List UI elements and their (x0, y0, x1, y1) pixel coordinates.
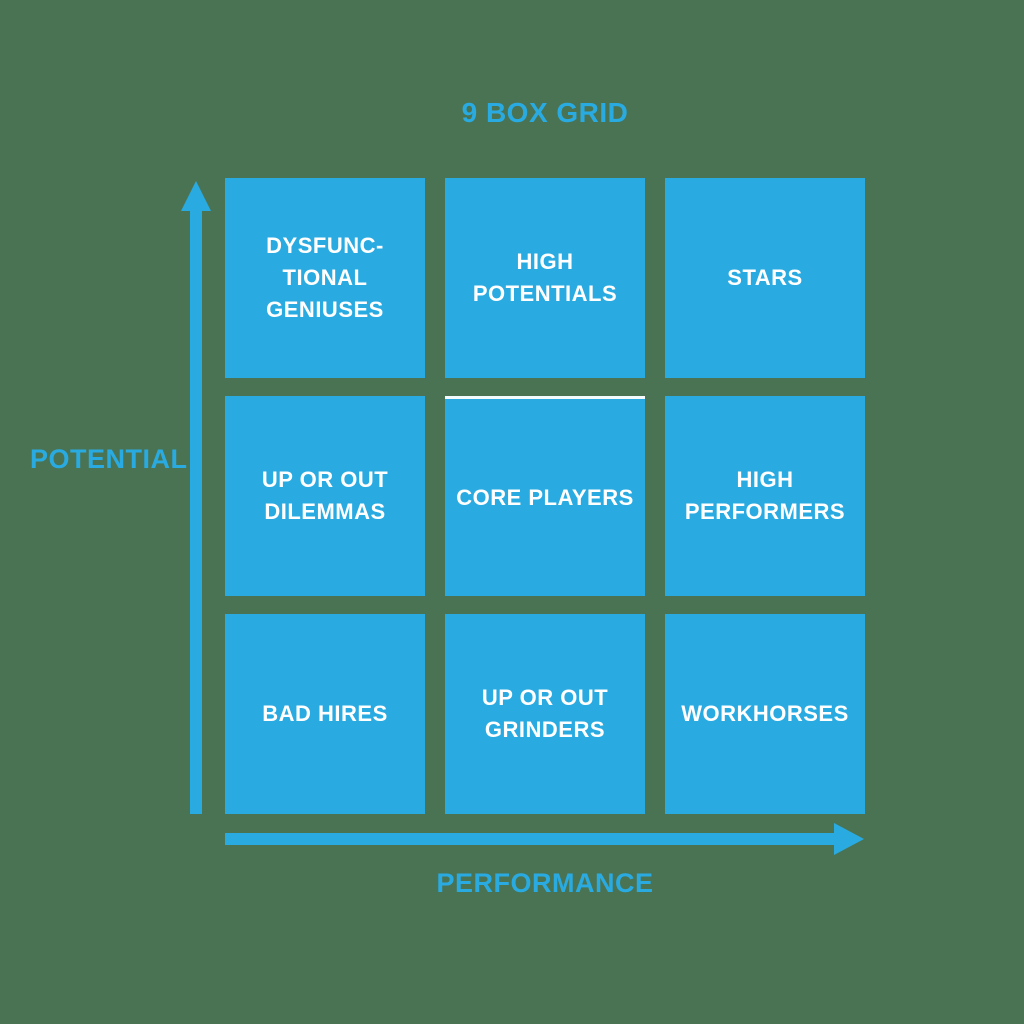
grid-box-up-or-out-grinders: UP OR OUT GRINDERS (445, 614, 645, 814)
x-axis-arrow-right-icon (834, 823, 864, 855)
y-axis-label: POTENTIAL (30, 444, 188, 474)
grid-box-stars: STARS (665, 178, 865, 378)
grid-box-workhorses: WORKHORSES (665, 614, 865, 814)
y-axis-arrow-up-icon (181, 181, 211, 211)
diagram-title: 9 BOX GRID (461, 97, 629, 128)
grid-box-up-or-out-dilemmas: UP OR OUT DILEMMAS (225, 396, 425, 596)
x-axis-label: PERFORMANCE (436, 868, 654, 898)
grid-box-high-potentials: HIGH POTENTIALS (445, 178, 645, 378)
grid-box-bad-hires: BAD HIRES (225, 614, 425, 814)
grid-matrix: DYSFUNC- TIONAL GENIUSES HIGH POTENTIALS… (225, 178, 865, 814)
grid-box-core-players: CORE PLAYERS (445, 396, 645, 596)
grid-box-high-performers: HIGH PERFORMERS (665, 396, 865, 596)
x-axis-arrow-shaft (225, 833, 835, 845)
y-axis-arrow-shaft (190, 208, 202, 814)
grid-box-dysfunctional-geniuses: DYSFUNC- TIONAL GENIUSES (225, 178, 425, 378)
